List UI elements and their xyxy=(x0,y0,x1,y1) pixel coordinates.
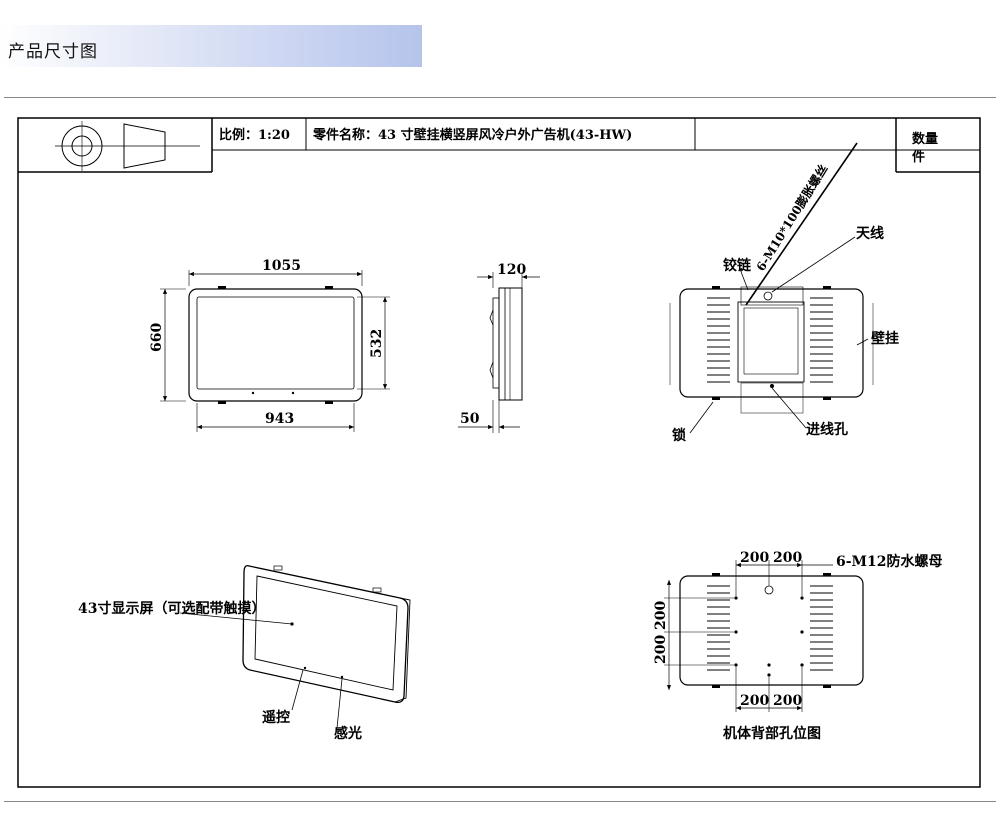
part-name: 零件名称：43 寸壁挂横竖屏风冷户外广告机(43-HW) xyxy=(312,127,632,143)
page-title: 产品尺寸图 xyxy=(8,42,98,62)
side-view: 120 50 xyxy=(458,262,540,433)
dim-depth: 120 xyxy=(497,262,526,278)
dim-top-1: 200 xyxy=(740,550,769,566)
hole-view-caption: 机体背部孔位图 xyxy=(723,725,821,742)
dim-bottom-1: 200 xyxy=(740,693,769,709)
dim-left-2: 200 xyxy=(653,635,669,664)
label-cable-hole: 进线孔 xyxy=(806,421,848,438)
label-display: 43寸显示屏（可选配带触摸） xyxy=(78,600,265,617)
title-block: 比例：1:20 零件名称：43 寸壁挂横竖屏风冷户外广告机(43-HW) 数量 … xyxy=(18,118,980,173)
perspective-view: 43寸显示屏（可选配带触摸） 遥控 感光 xyxy=(78,565,411,742)
dim-height: 660 xyxy=(149,323,165,352)
dim-top-2: 200 xyxy=(773,550,802,566)
label-light-sensor: 感光 xyxy=(334,725,362,742)
label-screw: 6-M10*100膨胀螺丝 xyxy=(753,162,831,274)
projection-symbol-icon xyxy=(55,121,200,171)
scale-label: 比例：1:20 xyxy=(219,127,290,143)
label-lock: 锁 xyxy=(672,427,686,444)
quantity-label: 数量 xyxy=(912,131,938,147)
dim-screen-height: 532 xyxy=(369,329,385,358)
hole-position-view: 200 200 6-M12防水螺母 200 200 200 200 机体背部孔位… xyxy=(653,550,943,742)
dim-min-depth: 50 xyxy=(460,411,480,427)
label-wall-mount: 壁挂 xyxy=(871,330,899,347)
drawing-frame xyxy=(17,117,981,788)
top-divider xyxy=(4,97,996,98)
dim-width: 1055 xyxy=(262,258,301,274)
quantity-unit: 件 xyxy=(912,149,925,165)
back-view: 天线 铰链 6-M10*100膨胀螺丝 壁挂 进线孔 锁 xyxy=(669,142,899,444)
label-nut: 6-M12防水螺母 xyxy=(836,553,943,570)
dim-bottom-2: 200 xyxy=(773,693,802,709)
label-antenna: 天线 xyxy=(856,225,884,242)
front-view: 1055 660 943 532 xyxy=(149,258,390,432)
dim-screen-width: 943 xyxy=(265,411,294,427)
dim-left-1: 200 xyxy=(653,601,669,630)
screw-leader xyxy=(745,142,858,306)
label-hinge: 铰链 xyxy=(723,257,752,274)
label-remote: 遥控 xyxy=(262,709,290,726)
bottom-divider xyxy=(4,801,996,802)
section-header: 产品尺寸图 xyxy=(0,25,422,67)
